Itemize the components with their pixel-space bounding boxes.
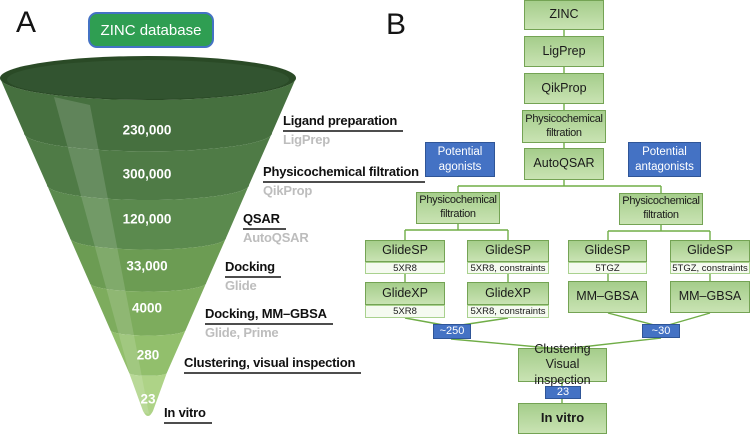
count-final: 23 — [545, 386, 581, 399]
funnel-stage: QSAR AutoQSAR — [243, 210, 309, 246]
stage-count: 4000 — [131, 300, 163, 316]
node-glidesp: GlideSP — [365, 240, 445, 262]
funnel-band-4 — [70, 238, 226, 292]
node-antagonist-filter: Physicochemical filtration — [619, 193, 703, 225]
funnel-stage: Physicochemical filtration QikProp — [263, 163, 425, 199]
node-invitro: In vitro — [518, 403, 607, 434]
panel-b-label: B — [386, 8, 407, 41]
stage-count: 120,000 — [122, 211, 172, 227]
node-autoqsar: AutoQSAR — [524, 148, 604, 180]
node-glidexp: GlideXP — [365, 282, 445, 305]
stage-tool: Glide — [225, 278, 257, 294]
stage-count: 23 — [140, 391, 156, 407]
stage-tool: LigPrep — [283, 132, 330, 148]
zinc-database-box: ZINC database — [88, 12, 214, 48]
node-glidexp-pdb: 5XR8, constraints — [467, 305, 549, 318]
node-physicochemical-filtration: Physicochemical filtration — [522, 110, 606, 143]
funnel-stage: Docking Glide — [225, 258, 281, 294]
node-clustering: Clustering Visual inspection — [518, 342, 607, 387]
funnel-rim-inner — [7, 60, 289, 99]
stage-label: In vitro — [164, 405, 212, 425]
node-glidesp: GlideSP — [568, 240, 647, 262]
tag-potential-antagonists: Potential antagonists — [628, 142, 701, 177]
stage-label: Docking, MM–GBSA — [205, 306, 333, 326]
node-mmgbsa: MM–GBSA — [670, 281, 750, 313]
funnel-band-1 — [0, 78, 296, 152]
funnel-band-6 — [110, 330, 186, 376]
node-glidesp-pdb: 5TGZ, constraints — [670, 262, 750, 274]
stage-label: QSAR — [243, 211, 286, 231]
node-glidesp-pdb: 5TGZ — [568, 262, 647, 274]
connector-lines — [404, 29, 711, 403]
stage-count: 33,000 — [126, 258, 168, 274]
node-glidexp: GlideXP — [467, 282, 549, 305]
stage-label: Docking — [225, 259, 281, 279]
funnel-band-5 — [89, 283, 207, 336]
node-ligprep: LigPrep — [524, 36, 604, 67]
stage-count: 300,000 — [122, 166, 172, 182]
panel-a-label: A — [16, 6, 37, 39]
stage-count: 230,000 — [122, 122, 172, 138]
funnel-stage: Ligand preparation LigPrep — [283, 112, 404, 148]
stage-label: Clustering, visual inspection — [184, 355, 362, 375]
funnel-highlight — [54, 97, 149, 414]
node-glidesp: GlideSP — [670, 240, 750, 262]
node-glidesp: GlideSP — [467, 240, 549, 262]
count-agonists: ~250 — [433, 324, 471, 339]
node-glidexp-pdb: 5XR8 — [365, 305, 445, 318]
stage-count: 280 — [136, 347, 160, 363]
node-agonist-filter: Physicochemical filtration — [416, 192, 500, 224]
funnel-graphic — [0, 56, 296, 416]
node-qikprop: QikProp — [524, 73, 604, 104]
node-zinc: ZINC — [524, 0, 604, 30]
stage-tool: Glide, Prime — [205, 325, 279, 341]
funnel-band-2 — [24, 133, 272, 200]
funnel-stage: Clustering, visual inspection — [184, 354, 362, 375]
funnel-band-3 — [47, 185, 249, 250]
stage-label: Ligand preparation — [283, 113, 404, 133]
funnel-stage: In vitro — [164, 404, 212, 425]
tag-potential-agonists: Potential agonists — [425, 142, 495, 177]
stage-tool: QikProp — [263, 183, 313, 199]
funnel-band-7 — [129, 373, 167, 416]
funnel-stage: Docking, MM–GBSA Glide, Prime — [205, 305, 333, 341]
node-glidesp-pdb: 5XR8, constraints — [467, 262, 549, 274]
node-glidesp-pdb: 5XR8 — [365, 262, 445, 274]
stage-tool: AutoQSAR — [243, 230, 309, 246]
stage-label: Physicochemical filtration — [263, 164, 425, 184]
node-mmgbsa: MM–GBSA — [568, 281, 647, 313]
count-antagonists: ~30 — [642, 324, 680, 338]
